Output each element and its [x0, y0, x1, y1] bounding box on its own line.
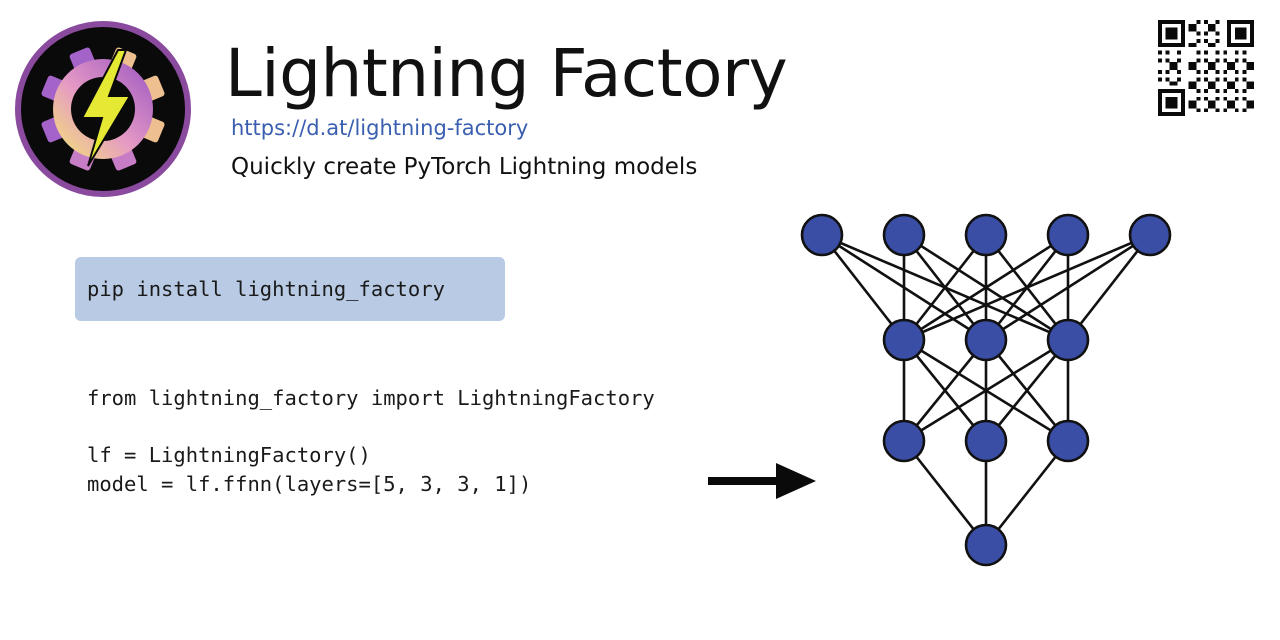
- pip-install-command: pip install lightning_factory: [75, 257, 505, 321]
- network-edge: [903, 233, 1151, 342]
- network-node-layer2: [882, 318, 926, 362]
- qr-code-icon: [1158, 20, 1254, 116]
- network-node-layer2: [964, 318, 1008, 362]
- network-node-layer3: [1046, 419, 1090, 463]
- neural-network-diagram: [800, 213, 1172, 567]
- network-edge: [985, 233, 1151, 342]
- network-node-layer4: [964, 523, 1008, 567]
- network-edge: [902, 339, 988, 442]
- code-line-model: model = lf.ffnn(layers=[5, 3, 3, 1]): [87, 471, 532, 496]
- network-edge: [903, 233, 1069, 342]
- code-line-blank: [87, 413, 655, 442]
- network-edge: [984, 440, 1070, 546]
- network-node-layer1: [1128, 213, 1172, 257]
- network-node-layer3: [964, 419, 1008, 463]
- network-edge: [820, 234, 906, 341]
- code-line-import: from lightning_factory import LightningF…: [87, 386, 655, 410]
- network-edge: [903, 338, 1069, 443]
- network-edge: [902, 234, 988, 341]
- code-line-factory: lf = LightningFactory(): [87, 443, 371, 467]
- network-node-layer2: [1046, 318, 1090, 362]
- tagline: Quickly create PyTorch Lightning models: [231, 154, 698, 180]
- network-edge: [984, 339, 1070, 442]
- network-node-layer1: [1046, 213, 1090, 257]
- network-edge: [902, 440, 988, 546]
- network-edges: [820, 233, 1152, 546]
- network-node-layer1: [964, 213, 1008, 257]
- right-arrow-icon: [708, 463, 816, 499]
- network-node-layer1: [800, 213, 844, 257]
- page-title: Lightning Factory: [225, 35, 788, 112]
- project-url-link[interactable]: https://d.at/lightning-factory: [231, 116, 529, 140]
- network-edge: [1066, 234, 1152, 341]
- code-snippet: from lightning_factory import LightningF…: [87, 384, 655, 498]
- gear-lightning-logo-icon: [15, 21, 191, 197]
- network-node-layer3: [882, 419, 926, 463]
- network-node-layer1: [882, 213, 926, 257]
